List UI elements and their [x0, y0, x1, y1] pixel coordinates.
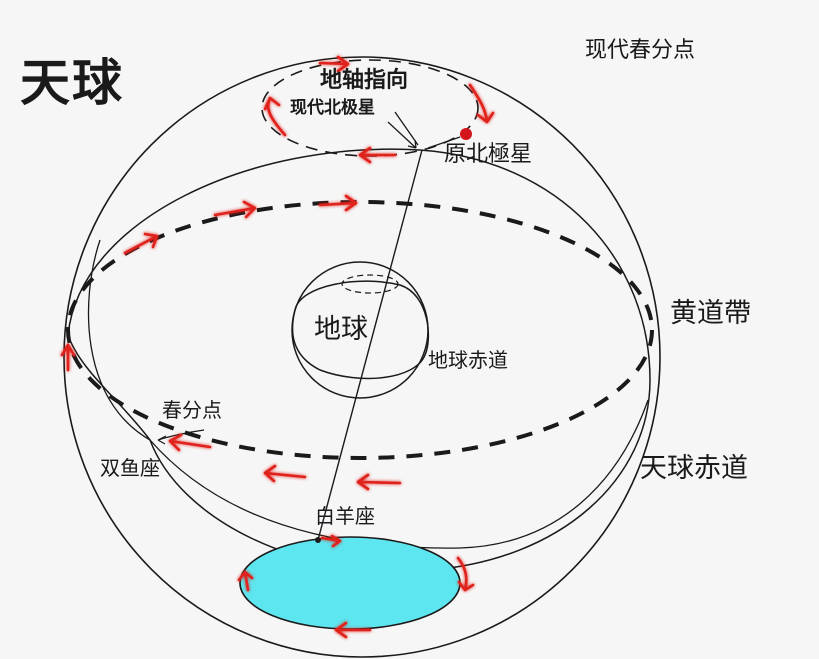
arrow-icon: [168, 433, 212, 452]
earth-equator-line: [291, 280, 430, 380]
celestial-sphere-outline: [63, 56, 661, 658]
arrow-icon: [123, 232, 159, 255]
arrow-icon: [334, 621, 372, 639]
arrow-icon: [318, 55, 350, 73]
arrow-icon: [60, 343, 76, 372]
celestial-equator-lower: [149, 399, 649, 549]
arrow-icon: [237, 570, 254, 592]
axis-direction-label: 地轴指向: [320, 68, 409, 93]
earth-pole-circle: [341, 274, 399, 294]
arrow-icon: [358, 146, 397, 164]
celestial-equator-label: 天球赤道: [640, 453, 748, 484]
arrow-icon: [263, 464, 307, 483]
arrow-icon: [263, 96, 287, 137]
modern-equinox-label: 现代春分点: [585, 38, 696, 63]
original-pole-star-dot: [460, 128, 472, 140]
arrow-icon: [318, 194, 358, 212]
arrow-icon: [456, 556, 475, 592]
original-pole-star-label: 原北極星: [444, 142, 533, 167]
aries-label: 白羊座: [315, 504, 375, 528]
ecliptic-belt-label: 黄道帶: [670, 298, 751, 329]
arrow-icon: [320, 534, 342, 548]
earth-equator-label: 地球赤道: [428, 348, 508, 372]
vernal-equinox-label: 春分点: [162, 398, 222, 422]
arrow-icon: [356, 473, 402, 491]
diagram-title: 天球: [20, 54, 124, 112]
arrow-icon: [213, 200, 257, 219]
motion-arrows: [60, 55, 495, 639]
earth-axis-line: [317, 149, 423, 541]
celestial-equator-back: [87, 239, 151, 441]
modern-pole-star-pointer: [387, 111, 419, 149]
earth-label: 地球: [314, 314, 368, 345]
original-pole-star-pointer: [427, 136, 461, 149]
axis-bottom-point: [315, 537, 321, 543]
arrow-icon: [468, 83, 495, 124]
celestial-equator-line: [67, 148, 651, 572]
ecliptic-dashed-line: [66, 200, 654, 460]
modern-pole-star-label: 现代北极星: [290, 98, 375, 118]
pisces-label: 双鱼座: [100, 456, 160, 480]
aries-region: [239, 536, 461, 630]
